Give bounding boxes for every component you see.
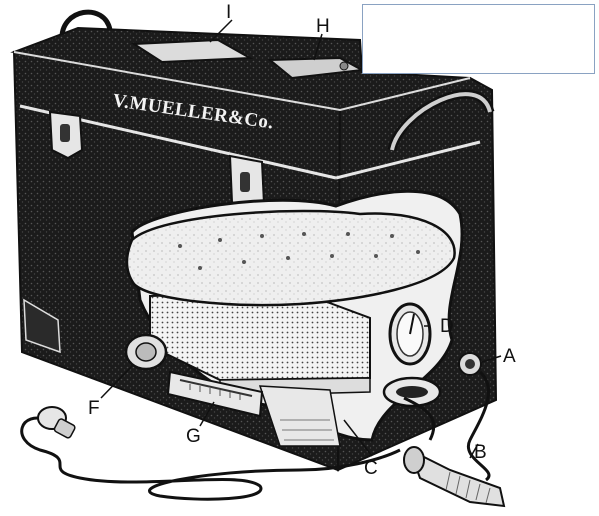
label-d: D (440, 316, 454, 337)
control-knob (124, 333, 168, 371)
label-g: G (186, 426, 201, 447)
thermometer-scale (166, 370, 264, 418)
panel-knob (339, 61, 349, 71)
side-switch-plate (382, 376, 442, 408)
label-b: B (474, 442, 487, 463)
cushion-tufts (178, 232, 420, 270)
latch-left (48, 110, 84, 160)
top-handle (59, 9, 113, 41)
label-f: F (88, 398, 100, 419)
power-cord-right (466, 370, 491, 482)
power-cord-left (20, 416, 401, 501)
plug-right (403, 446, 506, 508)
label-a: A (503, 346, 516, 367)
latch-right (228, 154, 266, 214)
label-h: H (316, 16, 330, 37)
callout-box (362, 4, 595, 74)
cushion (125, 209, 456, 307)
label-c: C (364, 458, 378, 479)
lower-chamber (258, 385, 341, 447)
plug-left (37, 406, 76, 439)
leader-lines (100, 19, 502, 459)
power-socket (458, 352, 482, 376)
top-plate (130, 38, 254, 64)
gauge-dial (388, 302, 432, 366)
label-i: I (226, 2, 231, 23)
